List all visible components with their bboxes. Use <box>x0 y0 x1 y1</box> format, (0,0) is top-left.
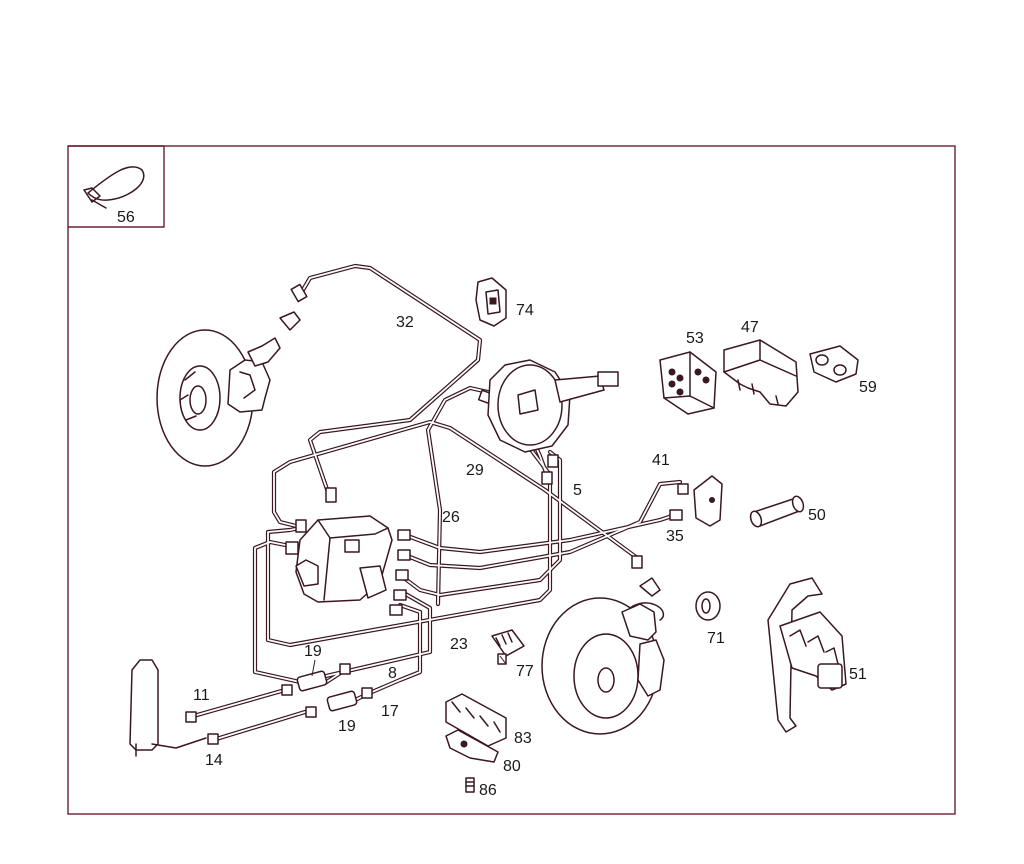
callout-35: 35 <box>666 528 684 545</box>
callout-56: 56 <box>117 209 135 226</box>
clip-80[interactable] <box>445 729 499 763</box>
diagram-frame <box>67 145 956 815</box>
brake-pad-83[interactable] <box>445 693 507 747</box>
callout-19-upper: 19 <box>304 643 322 660</box>
callout-41: 41 <box>652 452 670 469</box>
callout-59: 59 <box>859 379 877 396</box>
callout-23: 23 <box>450 636 468 653</box>
rear-brake-disc[interactable] <box>541 597 665 735</box>
pipe-connector-19b[interactable] <box>326 690 358 712</box>
sleeve-50[interactable] <box>749 495 806 528</box>
grommet-71[interactable] <box>695 591 721 621</box>
callout-80: 80 <box>503 758 521 775</box>
front-brake-disc-left[interactable] <box>156 329 281 467</box>
pad-spring-51[interactable] <box>767 577 847 733</box>
bushing-59[interactable] <box>809 345 859 383</box>
pipe-connector-19a[interactable] <box>296 670 328 692</box>
callout-26: 26 <box>442 509 460 526</box>
callout-51: 51 <box>849 666 867 683</box>
clip-74[interactable] <box>475 277 507 327</box>
callouts: 32 74 53 47 59 29 5 41 26 35 50 23 71 19… <box>193 302 877 799</box>
leader-lines <box>311 655 507 677</box>
callout-19-lower: 19 <box>338 718 356 735</box>
callout-5: 5 <box>573 482 582 499</box>
bracket-47[interactable] <box>723 339 799 407</box>
brake-booster[interactable] <box>487 359 619 453</box>
callout-71: 71 <box>707 630 725 647</box>
callout-32: 32 <box>396 314 414 331</box>
callout-86: 86 <box>479 782 497 799</box>
bracket-41[interactable] <box>693 475 723 527</box>
callout-53: 53 <box>686 330 704 347</box>
fitting-77[interactable] <box>491 629 525 665</box>
brake-pad-set-53[interactable] <box>659 351 717 415</box>
callout-14: 14 <box>205 752 223 769</box>
bleeder-86[interactable] <box>465 777 475 793</box>
reservoir-cylinder[interactable] <box>129 659 207 757</box>
callout-17: 17 <box>381 703 399 720</box>
callout-47: 47 <box>741 319 759 336</box>
callout-11: 11 <box>193 687 210 704</box>
callout-50: 50 <box>808 507 826 524</box>
hydraulic-unit[interactable] <box>295 515 393 603</box>
callout-83: 83 <box>514 730 532 747</box>
callout-77: 77 <box>516 663 534 680</box>
callout-74: 74 <box>516 302 534 319</box>
callout-8: 8 <box>388 665 397 682</box>
callout-29: 29 <box>466 462 484 479</box>
inset-cable-tie[interactable]: 56 <box>68 145 165 228</box>
hose-bracket[interactable] <box>639 577 661 597</box>
